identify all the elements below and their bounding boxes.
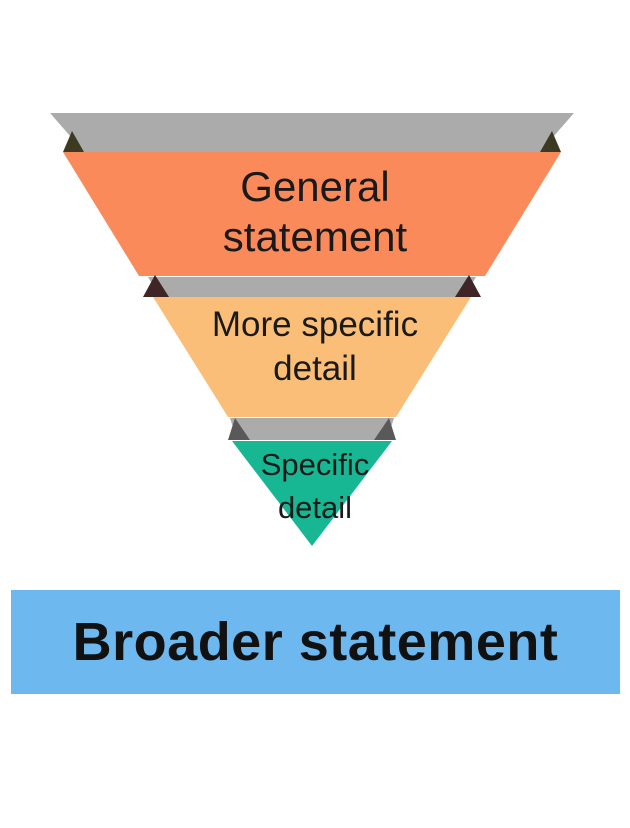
connector-band-bottom <box>230 418 394 440</box>
funnel-level-general <box>63 152 561 276</box>
fold-triangle-right-1 <box>540 131 561 152</box>
fold-triangle-right-2 <box>455 275 481 297</box>
connector-band-middle <box>148 277 476 297</box>
fold-triangle-left-2 <box>143 275 169 297</box>
broader-statement-banner <box>11 590 620 694</box>
fold-triangle-left-1 <box>63 131 84 152</box>
connector-band-top <box>50 113 574 152</box>
fold-triangle-right-3 <box>374 418 396 440</box>
fold-triangle-left-3 <box>228 418 250 440</box>
funnel-level-more-specific <box>153 297 471 417</box>
funnel-level-specific <box>232 441 392 546</box>
